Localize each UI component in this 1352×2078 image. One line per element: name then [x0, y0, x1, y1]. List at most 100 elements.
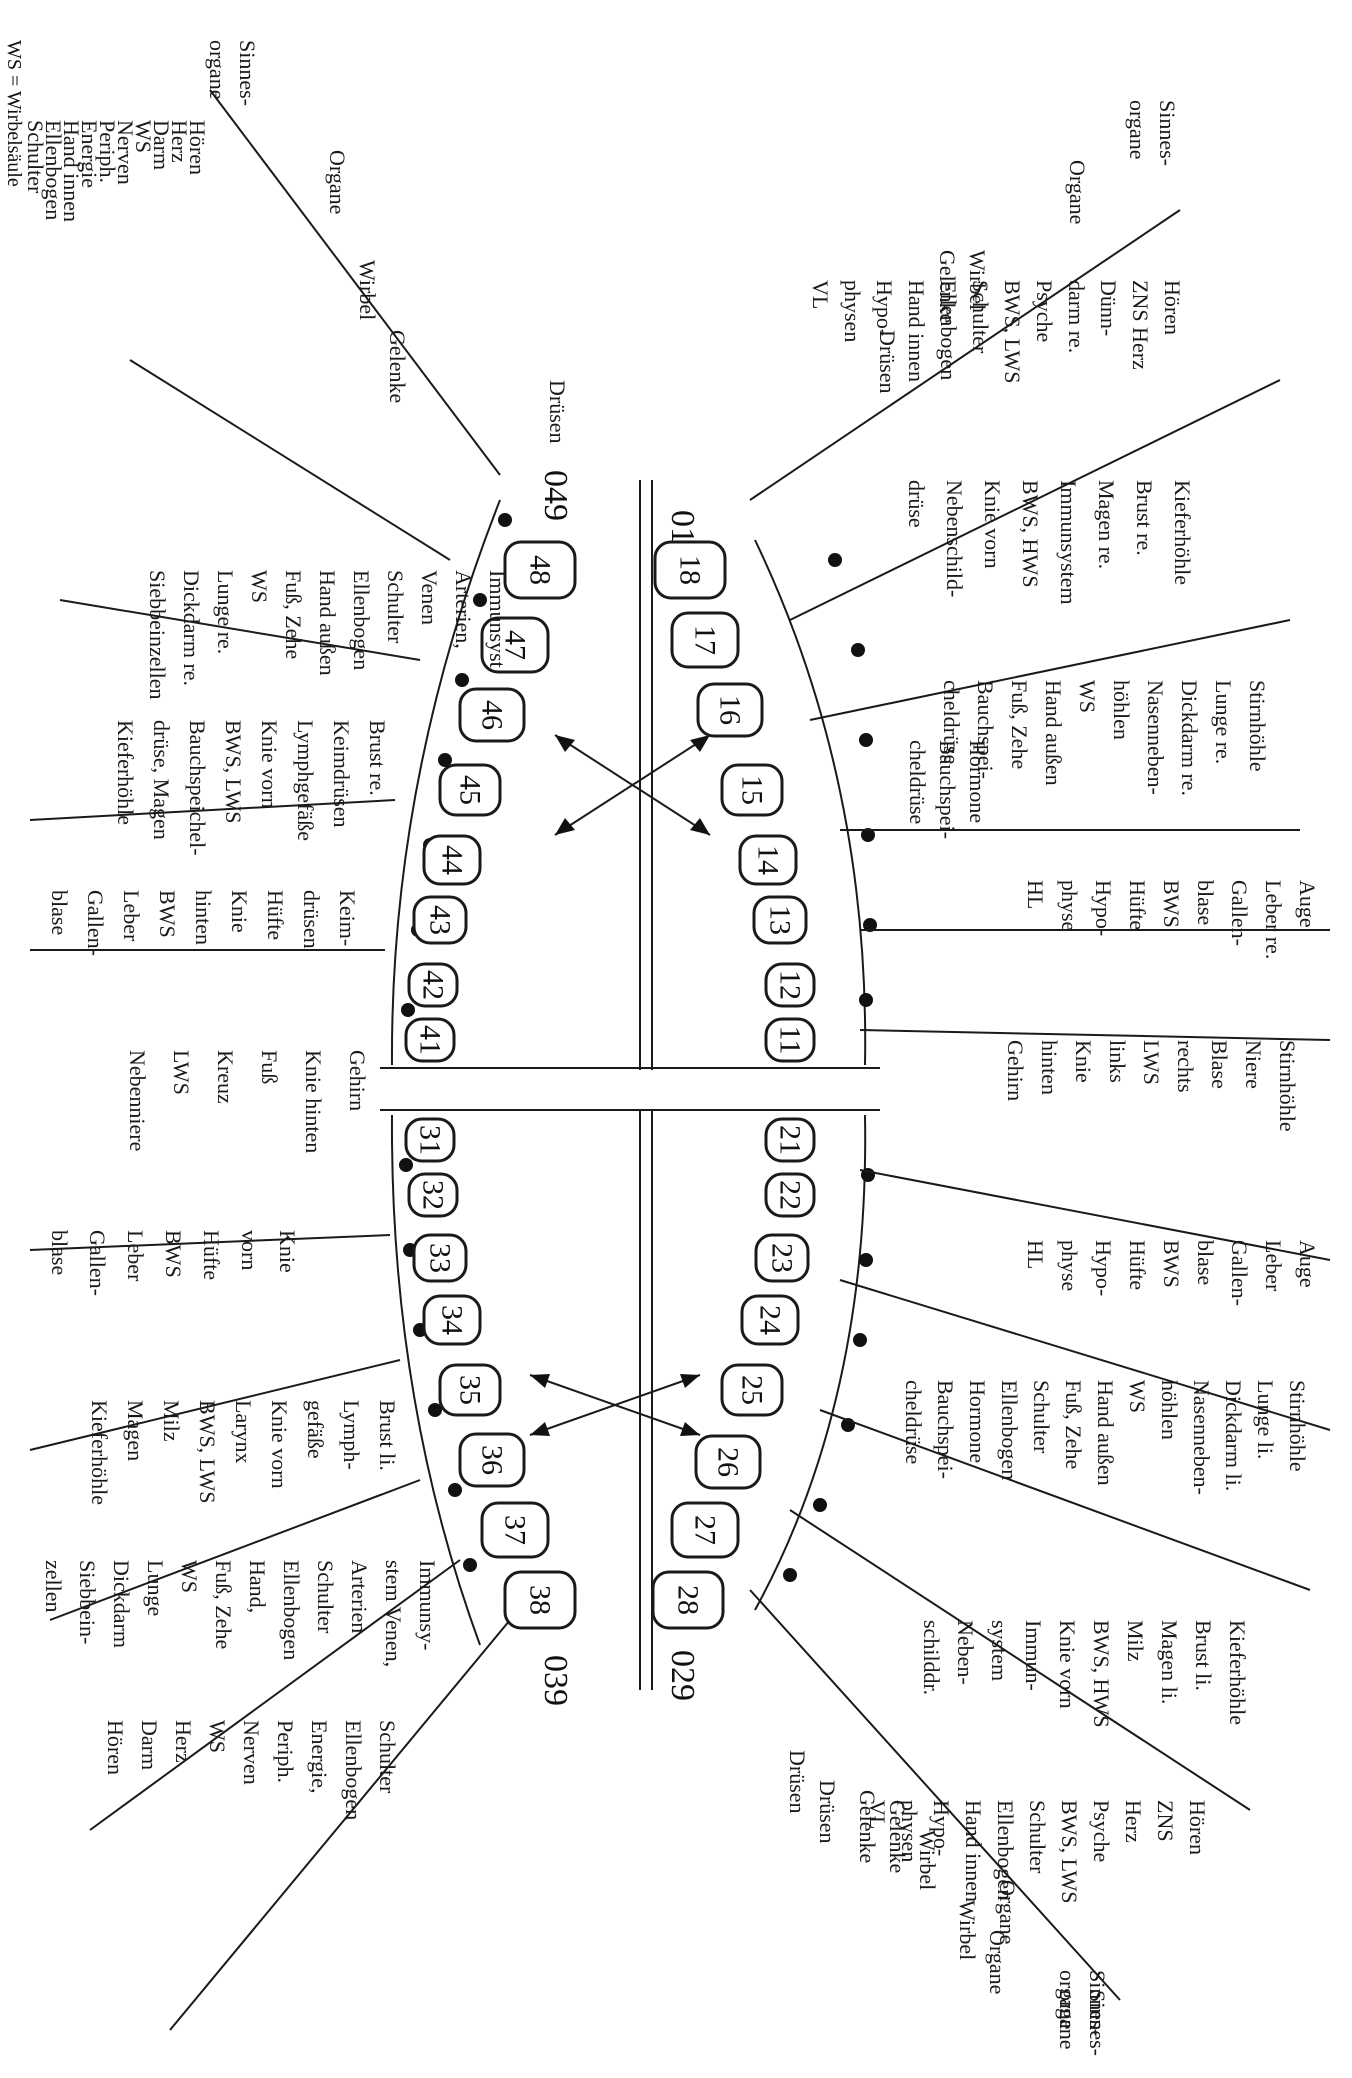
label-s48-10: Siebbeinzellen — [145, 570, 170, 700]
tooth-43: 43 — [414, 897, 466, 943]
label-s28-7: Hand innen — [961, 1800, 986, 1902]
label-s28-3: Psyche — [1089, 1800, 1114, 1862]
tooth-number-32: 32 — [417, 1180, 450, 1210]
label-s33-3: BWS — [161, 1230, 186, 1278]
label-s23-6: Hypo- — [1091, 1240, 1116, 1296]
label-s11-1: Niere — [1241, 1040, 1266, 1089]
arc-dot — [399, 1158, 413, 1172]
label-s41-3: Kreuz — [213, 1050, 238, 1104]
label-s37-4: Ellenbogen — [279, 1560, 304, 1660]
tooth-34: 34 — [424, 1296, 480, 1344]
label-s24-5: WS — [1125, 1380, 1150, 1413]
tooth-33: 33 — [414, 1235, 466, 1281]
label-s34-8: Kieferhöhle — [87, 1400, 112, 1505]
label-s41-4: LWS — [169, 1050, 194, 1095]
category-lower_right-1: organe — [1055, 1970, 1080, 2029]
label-s38-3: Periph. — [273, 1720, 298, 1783]
tooth-31: 31 — [406, 1119, 454, 1161]
category-top-3: Wirbel — [965, 250, 990, 310]
label-s13-8: HL — [1023, 880, 1048, 909]
label-s23-2: Gallen- — [1227, 1240, 1252, 1306]
label-s27-7: system — [987, 1620, 1012, 1681]
category-top-1: organe — [1125, 100, 1150, 159]
label-s16-5: WS — [1075, 680, 1100, 713]
tooth-number-46: 46 — [476, 700, 509, 730]
label-s24-11: Bauchspei- — [933, 1380, 958, 1479]
tooth-number-26: 26 — [712, 1447, 745, 1477]
tooth-42: 42 — [409, 964, 457, 1006]
label-s37-8: Lunge — [143, 1560, 168, 1616]
teeth-group: 1112131415161718212223242526272831323334… — [406, 542, 814, 1628]
label-s13-5: Hüfte — [1125, 880, 1150, 930]
category-upper_left-2: Organe — [325, 150, 350, 214]
tooth-number-23: 23 — [766, 1243, 799, 1273]
label-s48-5: Hand außen — [315, 570, 340, 676]
label-s24-8: Schulter — [1029, 1380, 1054, 1454]
label-s48-4: Ellenbogen — [349, 570, 374, 670]
tooth-48: 48 — [505, 542, 575, 598]
arc-dot — [448, 1483, 462, 1497]
label-s46-2: Lymphgefäße — [293, 720, 318, 841]
tooth-number-17: 17 — [689, 625, 722, 655]
label-s28-0: Hören — [1185, 1800, 1210, 1855]
tooth-36: 36 — [460, 1434, 524, 1486]
label-s41-0: Gehirn — [345, 1050, 370, 1111]
tooth-number-24: 24 — [754, 1305, 787, 1335]
label-s33-2: Hüfte — [199, 1230, 224, 1280]
sector-divider — [750, 210, 1180, 500]
tooth-number-44: 44 — [436, 845, 469, 875]
label-s46-0: Brust re. — [365, 720, 390, 796]
label-s17-7: drüse — [904, 480, 929, 528]
tooth-41: 41 — [406, 1019, 454, 1061]
label-s27-2: Magen li. — [1157, 1620, 1182, 1704]
quadrant-label-049: 049 — [537, 470, 574, 521]
category-lower_right-2: Organe — [995, 1880, 1020, 1944]
label-s34-0: Brust li. — [375, 1400, 400, 1471]
label-s13-1: Leber re. — [1261, 880, 1286, 959]
tooth-number-22: 22 — [774, 1180, 807, 1210]
label-s11-0: Stirnhöhle — [1275, 1040, 1300, 1132]
label-s34-3: Knie vorn — [267, 1400, 292, 1489]
category-upper_left-4: Gelenke — [385, 330, 410, 403]
label-s38-4: Nerven — [239, 1720, 264, 1785]
category-top-4: Gelenke — [935, 250, 960, 323]
arc-dot — [859, 1253, 873, 1267]
label-s27-8: Neben- — [953, 1620, 978, 1685]
tooth-number-48: 48 — [524, 555, 557, 585]
tooth-number-38: 38 — [524, 1585, 557, 1615]
tooth-number-15: 15 — [736, 775, 769, 805]
arc-dot — [828, 553, 842, 567]
label-s48-0: Immunsyst. — [485, 570, 510, 673]
label-s41-5: Nebenniere — [125, 1050, 150, 1151]
quadrant-label-029: 029 — [664, 1650, 701, 1701]
label-s44-5: BWS — [155, 890, 180, 938]
label-s17-6: Nebenschild- — [942, 480, 967, 597]
label-s38-7: Darm — [137, 1720, 162, 1770]
sector-divider — [210, 90, 500, 475]
label-s28-5: Schulter — [1025, 1800, 1050, 1874]
label-s48-3: Schulter — [383, 570, 408, 644]
arc-dot — [853, 1333, 867, 1347]
tooth-number-18: 18 — [674, 555, 707, 585]
label-s37-5: Hand, — [245, 1560, 270, 1613]
label-s16-2: Dickdarm re. — [1177, 680, 1202, 796]
label-s15-1: Bauchspei- — [935, 740, 960, 839]
category-lower_right-4: Gelenke — [855, 1790, 880, 1863]
label-s38-8: Hören — [103, 1720, 128, 1775]
label-s18-10: physen — [840, 280, 865, 342]
tooth-38: 38 — [505, 1572, 575, 1628]
label-s18-9: Hypo- — [872, 280, 897, 336]
arc-dot — [859, 993, 873, 1007]
tooth-number-28: 28 — [672, 1585, 705, 1615]
label-s41-2: Fuß — [257, 1050, 282, 1084]
label-s48-8: Lunge re. — [213, 570, 238, 654]
tooth-number-41: 41 — [414, 1025, 447, 1055]
label-s11-8: Gehirn — [1003, 1040, 1028, 1101]
label-s24-2: Dickdarm li. — [1221, 1380, 1246, 1491]
category-bottom-1: Gelenke — [885, 1800, 910, 1873]
label-s17-4: BWS, HWS — [1018, 480, 1043, 588]
label-s18-3: darm re. — [1064, 280, 1089, 353]
label-s37-11: zellen — [41, 1560, 66, 1613]
arrows-lower — [530, 1374, 700, 1436]
